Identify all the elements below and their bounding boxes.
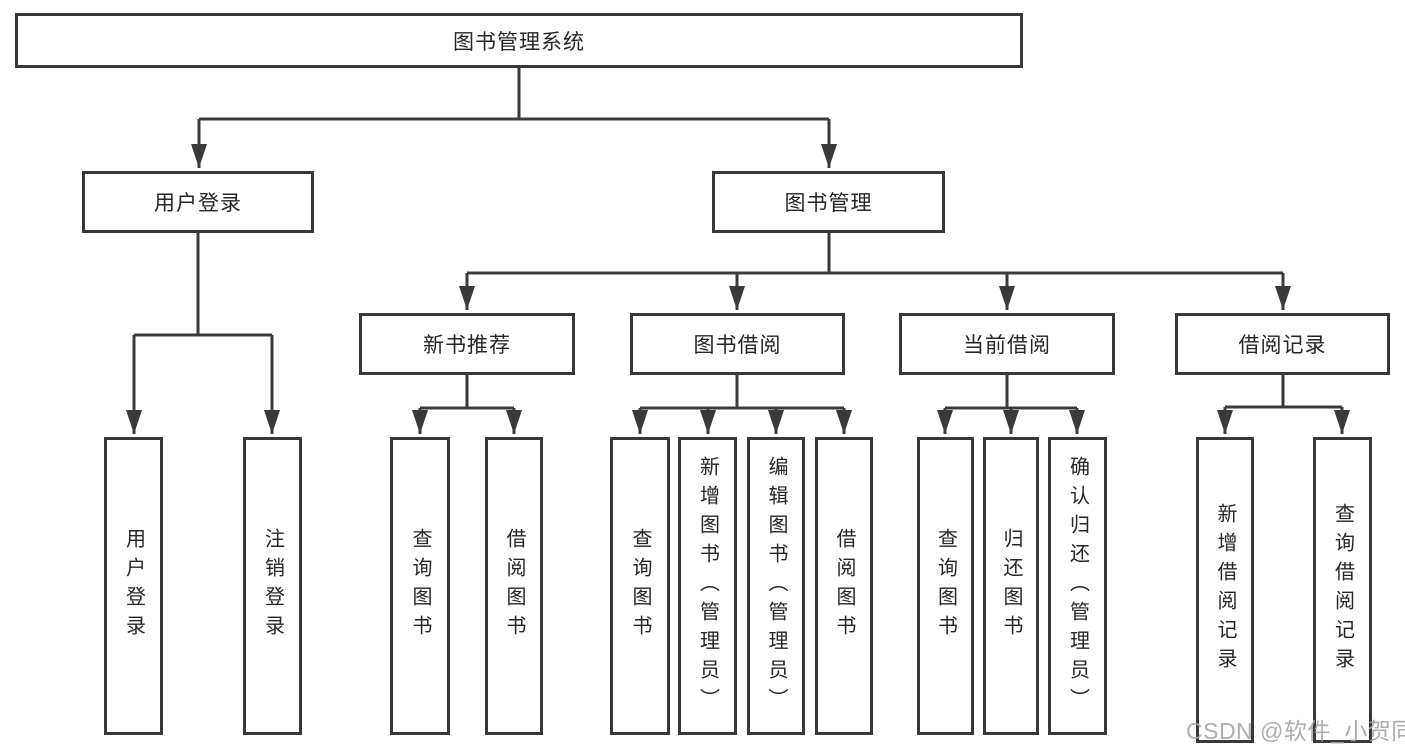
leaf-query-books-1: 查询图书 xyxy=(390,437,450,735)
leaf-add-borrow-record: 新增借阅记录 xyxy=(1196,437,1254,743)
leaf-user-login: 用户登录 xyxy=(104,437,163,735)
leaf-return-books: 归还图书 xyxy=(983,437,1039,735)
leaf-user-login-label: 用户登录 xyxy=(122,528,145,644)
node-root: 图书管理系统 xyxy=(15,13,1023,68)
node-book-borrow: 图书借阅 xyxy=(630,313,845,375)
leaf-query-books-3-label: 查询图书 xyxy=(934,528,957,644)
leaf-confirm-return-admin-label: 确认归还（管理员） xyxy=(1066,455,1089,717)
leaf-add-books-admin-label: 新增图书（管理员） xyxy=(696,455,719,717)
leaf-logout: 注销登录 xyxy=(243,437,302,735)
leaf-return-books-label: 归还图书 xyxy=(1000,528,1022,644)
leaf-query-books-3: 查询图书 xyxy=(917,437,974,735)
leaf-query-books-1-label: 查询图书 xyxy=(409,528,431,644)
node-user-login: 用户登录 xyxy=(82,171,314,233)
leaf-logout-label: 注销登录 xyxy=(261,528,284,644)
node-new-book-recommend: 新书推荐 xyxy=(359,313,575,375)
node-book-management: 图书管理 xyxy=(712,171,945,233)
leaf-query-books-2: 查询图书 xyxy=(610,437,670,735)
csdn-watermark: CSDN @软件_小贺同学 xyxy=(1186,718,1405,744)
leaf-query-borrow-record-label: 查询借阅记录 xyxy=(1331,503,1354,677)
node-current-borrow: 当前借阅 xyxy=(899,313,1115,375)
leaf-confirm-return-admin: 确认归还（管理员） xyxy=(1048,437,1107,735)
leaf-query-borrow-record: 查询借阅记录 xyxy=(1313,437,1372,743)
leaf-add-books-admin: 新增图书（管理员） xyxy=(678,437,737,735)
leaf-borrow-books-1-label: 借阅图书 xyxy=(503,528,525,644)
leaf-borrow-books-2: 借阅图书 xyxy=(815,437,873,735)
leaf-borrow-books-1: 借阅图书 xyxy=(485,437,543,735)
leaf-edit-books-admin: 编辑图书（管理员） xyxy=(747,437,805,735)
leaf-edit-books-admin-label: 编辑图书（管理员） xyxy=(765,455,787,717)
leaf-add-borrow-record-label: 新增借阅记录 xyxy=(1214,503,1236,677)
leaf-query-books-2-label: 查询图书 xyxy=(629,528,651,644)
node-borrow-records: 借阅记录 xyxy=(1175,313,1390,375)
leaf-borrow-books-2-label: 借阅图书 xyxy=(833,528,855,644)
